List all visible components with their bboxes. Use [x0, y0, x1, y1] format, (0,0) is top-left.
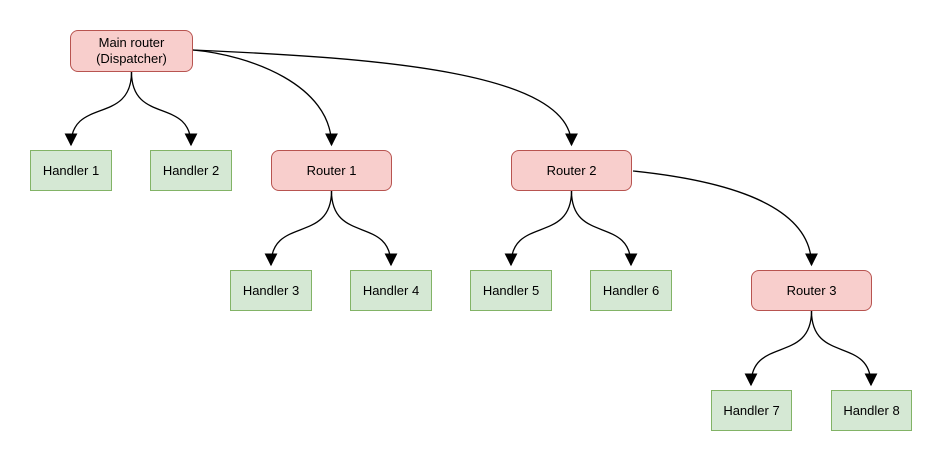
edge-router-1-to-handler-3 [264, 190, 333, 267]
edge-router-2-to-handler-5 [504, 190, 573, 267]
node-handler-5: Handler 5 [470, 270, 552, 311]
edge-router-1-to-handler-4 [330, 190, 398, 267]
edge-main-router-to-handler-2 [130, 71, 198, 147]
edge-router-2-to-router-3 [632, 170, 818, 267]
edge-main-router-to-router-1 [192, 49, 338, 147]
edge-router-3-to-handler-8 [810, 310, 878, 387]
edge-main-router-to-router-2 [192, 49, 578, 147]
node-handler-4: Handler 4 [350, 270, 432, 311]
edge-main-router-to-handler-1 [64, 71, 133, 147]
node-handler-3: Handler 3 [230, 270, 312, 311]
edge-router-3-to-handler-7 [744, 310, 813, 387]
node-handler-8: Handler 8 [831, 390, 912, 431]
node-handler-2: Handler 2 [150, 150, 232, 191]
node-handler-7: Handler 7 [711, 390, 792, 431]
node-router-3: Router 3 [751, 270, 872, 311]
node-main-router: Main router (Dispatcher) [70, 30, 193, 72]
node-router-2: Router 2 [511, 150, 632, 191]
node-handler-1: Handler 1 [30, 150, 112, 191]
node-handler-6: Handler 6 [590, 270, 672, 311]
edge-router-2-to-handler-6 [570, 190, 638, 267]
node-router-1: Router 1 [271, 150, 392, 191]
